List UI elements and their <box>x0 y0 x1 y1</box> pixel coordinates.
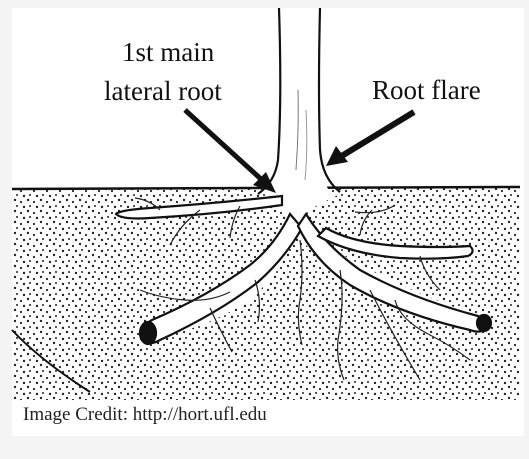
image-credit-caption: Image Credit: http://hort.ufl.edu <box>23 404 267 426</box>
arrow-root-flare <box>326 112 414 166</box>
lateral-root-label-line1: 1st main <box>122 37 214 68</box>
lateral-root-label-line2: lateral root <box>104 76 222 107</box>
root-flare-label: Root flare <box>372 75 481 106</box>
soil-layer <box>12 186 520 400</box>
arrow-lateral-root <box>185 110 276 193</box>
tree-trunk <box>258 8 340 194</box>
